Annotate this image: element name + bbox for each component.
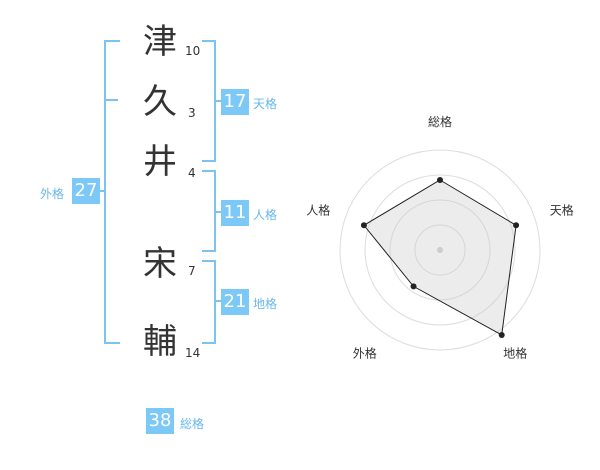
radar-ring-1 bbox=[414, 224, 466, 276]
radar-center bbox=[437, 247, 443, 253]
radar-area bbox=[363, 179, 517, 336]
chikaku-bracket-tick bbox=[214, 300, 222, 302]
radar-point-4 bbox=[410, 283, 417, 290]
jinkaku-badge: 11 bbox=[221, 200, 249, 226]
jinkaku-label: 人格 bbox=[253, 208, 278, 222]
radar-point-2 bbox=[513, 222, 520, 229]
tenkaku-badge: 17 bbox=[221, 89, 249, 115]
radar-axis-label-1: 総格 bbox=[428, 114, 452, 129]
stroke-count-3: 4 bbox=[188, 166, 196, 180]
radar-axis-label-2: 天格 bbox=[550, 202, 574, 217]
chikaku-bracket bbox=[202, 260, 216, 344]
stroke-count-4: 7 bbox=[188, 264, 196, 278]
name-char-5: 輔 bbox=[143, 322, 177, 362]
radar-point-1 bbox=[437, 177, 443, 183]
gaikaku-bracket-tick-1 bbox=[104, 99, 118, 101]
gaikaku-label: 外格 bbox=[40, 187, 65, 201]
radar-ring-3 bbox=[364, 174, 516, 326]
radar-ring-4 bbox=[339, 149, 541, 351]
radar-ring-2 bbox=[389, 199, 491, 301]
gaikaku-badge: 27 bbox=[72, 178, 100, 204]
tenkaku-bracket-tick bbox=[214, 100, 222, 102]
soukaku-badge: 38 bbox=[146, 408, 174, 434]
name-char-4: 宋 bbox=[143, 244, 177, 284]
name-char-2: 久 bbox=[143, 82, 177, 122]
radar-axis-label-4: 外格 bbox=[353, 346, 377, 361]
radar-axis-label-5: 人格 bbox=[306, 202, 330, 217]
soukaku-label: 総格 bbox=[180, 417, 205, 431]
name-char-1: 津 bbox=[143, 22, 177, 62]
radar-axis-label-3: 地格 bbox=[503, 346, 527, 361]
stroke-count-1: 10 bbox=[185, 44, 201, 58]
stroke-count-2: 3 bbox=[188, 106, 196, 120]
chikaku-badge: 21 bbox=[221, 289, 249, 315]
name-char-3: 井 bbox=[143, 142, 177, 182]
tenkaku-label: 天格 bbox=[253, 97, 278, 111]
radar-point-3 bbox=[498, 331, 505, 338]
jinkaku-bracket-tick bbox=[214, 211, 222, 213]
radar-point-5 bbox=[360, 222, 367, 229]
stroke-count-5: 14 bbox=[185, 346, 201, 360]
chikaku-label: 地格 bbox=[253, 297, 278, 311]
gaikaku-bracket-tick-2 bbox=[96, 190, 104, 192]
gaikaku-bracket bbox=[104, 40, 120, 344]
